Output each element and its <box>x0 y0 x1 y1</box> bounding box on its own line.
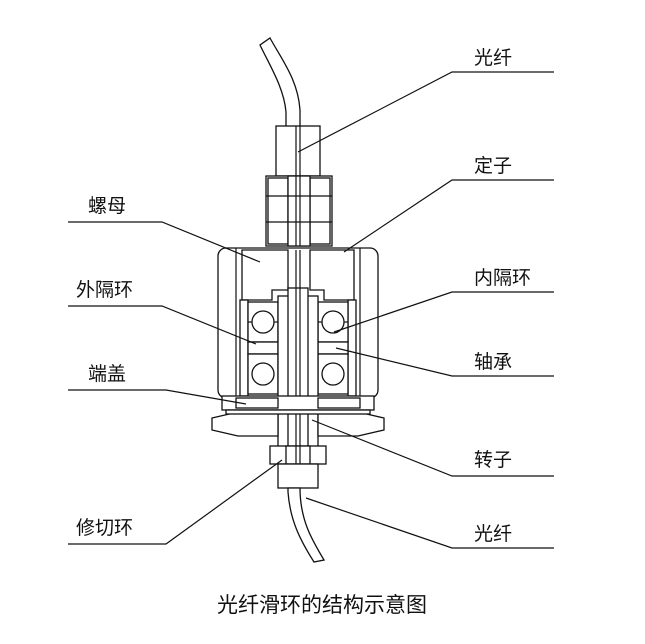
outer-spacer-left <box>239 299 249 397</box>
label-nut: 螺母 <box>88 195 126 217</box>
label-end-cap: 端盖 <box>88 363 126 385</box>
bottom-fiber-cable <box>287 487 326 563</box>
label-fiber-top: 光纤 <box>474 47 512 69</box>
labels: 光纤 定子 螺母 外隔环 内隔环 轴承 端盖 转子 修切环 光纤 <box>76 47 531 545</box>
label-fiber-bottom: 光纤 <box>474 523 512 545</box>
device-drawing <box>211 37 385 563</box>
label-inner-spacer: 内隔环 <box>474 267 531 289</box>
outer-spacer-right <box>347 299 357 397</box>
upper-fiber-sleeve <box>275 125 321 177</box>
leader-lines <box>68 71 554 549</box>
label-bearing: 轴承 <box>474 351 512 373</box>
lower-bearings <box>247 353 349 395</box>
figure-caption: 光纤滑环的结构示意图 <box>217 593 427 617</box>
rotor-flange <box>211 411 279 437</box>
label-rotor: 转子 <box>474 449 512 471</box>
spacer-band-right <box>317 341 349 355</box>
spacer-band-left <box>247 341 279 355</box>
label-outer-spacer: 外隔环 <box>76 279 133 301</box>
top-fiber-cable <box>259 37 301 129</box>
upper-bearings <box>247 301 349 343</box>
label-stator: 定子 <box>474 155 512 177</box>
label-trim-ring: 修切环 <box>76 517 133 539</box>
